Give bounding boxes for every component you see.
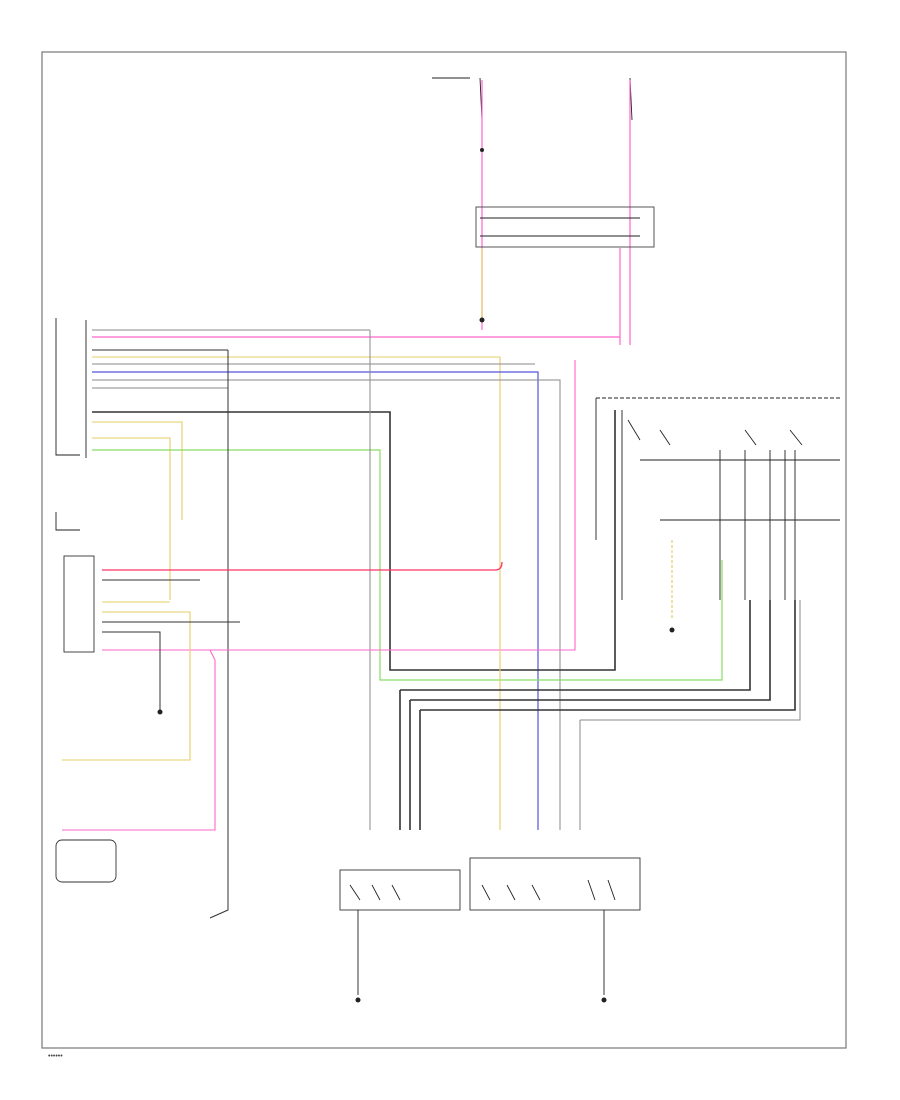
lower-module-box bbox=[55, 839, 117, 883]
page-code: •••••• bbox=[48, 1053, 63, 1060]
right-switch-box bbox=[469, 857, 641, 911]
switch-assembly-right bbox=[595, 397, 840, 633]
left-switch-box bbox=[339, 869, 461, 911]
diagram-frame bbox=[41, 51, 847, 1049]
bottom-switch-left bbox=[339, 869, 461, 1003]
vertical-trunks bbox=[102, 330, 576, 919]
wire-runs-upper bbox=[92, 329, 723, 830]
fuse-block-top bbox=[432, 77, 655, 345]
lower-bus bbox=[399, 600, 801, 830]
instrument-cluster-box bbox=[63, 555, 95, 653]
left-module-bracket bbox=[55, 318, 117, 883]
relay-box bbox=[475, 206, 655, 248]
cluster-wires bbox=[62, 561, 503, 831]
bottom-switch-right bbox=[469, 857, 641, 1003]
